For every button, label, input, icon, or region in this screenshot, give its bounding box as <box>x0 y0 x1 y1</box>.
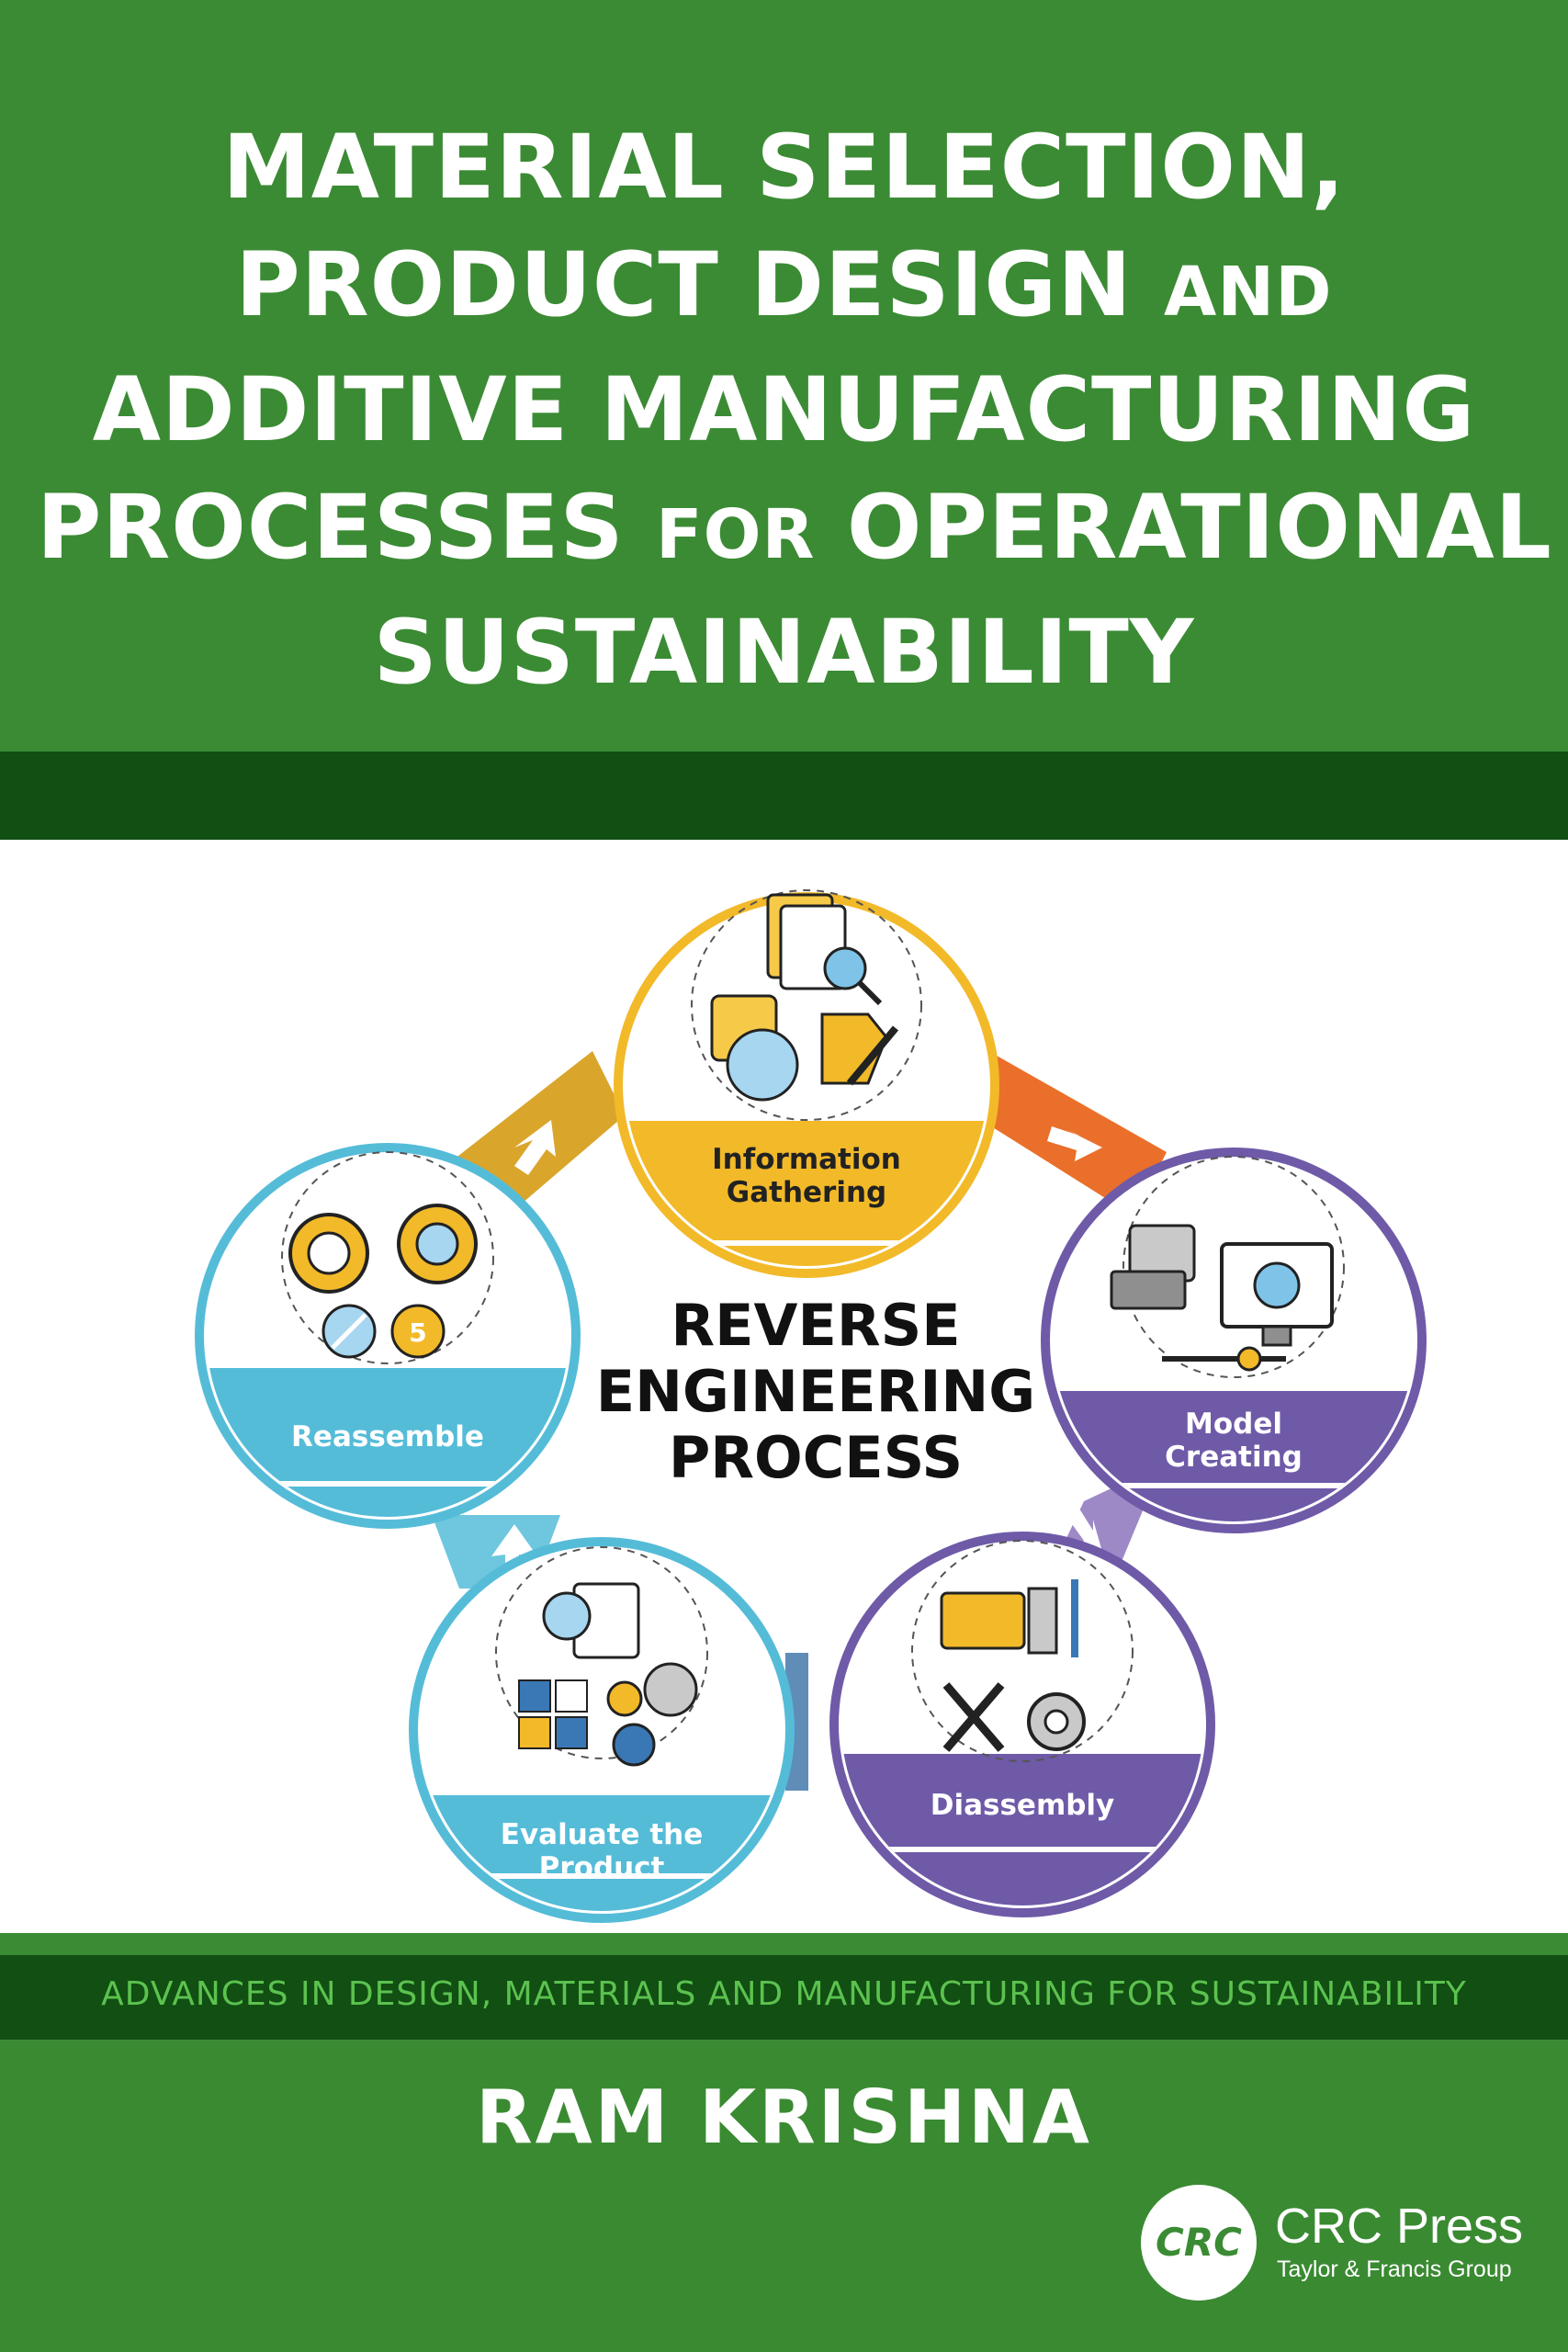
title-line-2: PRODUCT DESIGN AND <box>235 233 1333 336</box>
book-title: MATERIAL SELECTION, PRODUCT DESIGN AND A… <box>37 108 1552 711</box>
title-band: MATERIAL SELECTION, PRODUCT DESIGN AND A… <box>0 0 1568 752</box>
step-label-line1: Evaluate the <box>501 1818 703 1851</box>
step-diassembly: Diassembly <box>829 1532 1215 1917</box>
arrow-icon <box>1047 1126 1102 1161</box>
step-label-line1: Diassembly <box>931 1789 1115 1822</box>
document-search-icon <box>766 893 883 1006</box>
step-evaluate-product: Evaluate the Product <box>409 1537 795 1923</box>
publisher-block: CRC CRC Press Taylor & Francis Group <box>1141 2185 1527 2323</box>
publisher-name: CRC Press <box>1275 2199 1524 2254</box>
title-line-1: MATERIAL SELECTION, <box>222 116 1346 219</box>
reverse-engineering-diagram: Information Gathering Model <box>195 889 1427 1923</box>
arrow-icon <box>514 1120 556 1175</box>
series-title: ADVANCES IN DESIGN, MATERIALS AND MANUFA… <box>101 1975 1467 2013</box>
gears-icon <box>288 1204 478 1359</box>
step-reassemble: 5 Reassemble <box>195 1143 581 1529</box>
title-line-5: SUSTAINABILITY <box>373 601 1195 704</box>
divider-band <box>0 752 1568 840</box>
step-label-line1: Information <box>712 1143 901 1176</box>
center-line-2: ENGINEERING <box>596 1358 1035 1425</box>
step-label-line2: Product <box>539 1851 665 1884</box>
step-label-line1: Reassemble <box>291 1420 484 1453</box>
series-strip <box>0 1955 1568 2040</box>
publisher-subtitle: Taylor & Francis Group <box>1277 2256 1512 2282</box>
author-name: RAM KRISHNA <box>476 2075 1092 2160</box>
badge-number: 5 <box>409 1317 426 1348</box>
tag-pencil-icon <box>820 1012 899 1086</box>
title-line-3: ADDITIVE MANUFACTURING <box>92 358 1476 461</box>
cover-illustration: Information Gathering Model <box>0 840 1568 1933</box>
monitor-gear-icon <box>1110 1224 1334 1372</box>
step-model-creating: Model Creating <box>1041 1148 1427 1533</box>
crc-logo-icon: CRC <box>1141 2185 1257 2301</box>
center-line-3: PROCESS <box>669 1424 963 1491</box>
crc-logo-text: CRC <box>1156 2220 1242 2265</box>
globe-icon <box>710 994 799 1102</box>
arrow-icon <box>491 1524 537 1575</box>
arrow-icon <box>1066 1509 1102 1552</box>
checklist-gears-icon <box>518 1582 698 1767</box>
step-label-line2: Creating <box>1165 1441 1303 1474</box>
step-information-gathering: Information Gathering <box>614 889 999 1278</box>
center-line-1: REVERSE <box>671 1292 960 1359</box>
title-line-4: PROCESSES FOR OPERATIONAL <box>37 476 1552 579</box>
step-label-line1: Model <box>1185 1408 1282 1441</box>
tools-icon <box>940 1579 1086 1752</box>
step-label-line2: Gathering <box>727 1176 886 1209</box>
diagram-center-title: REVERSE ENGINEERING PROCESS <box>596 1292 1035 1491</box>
